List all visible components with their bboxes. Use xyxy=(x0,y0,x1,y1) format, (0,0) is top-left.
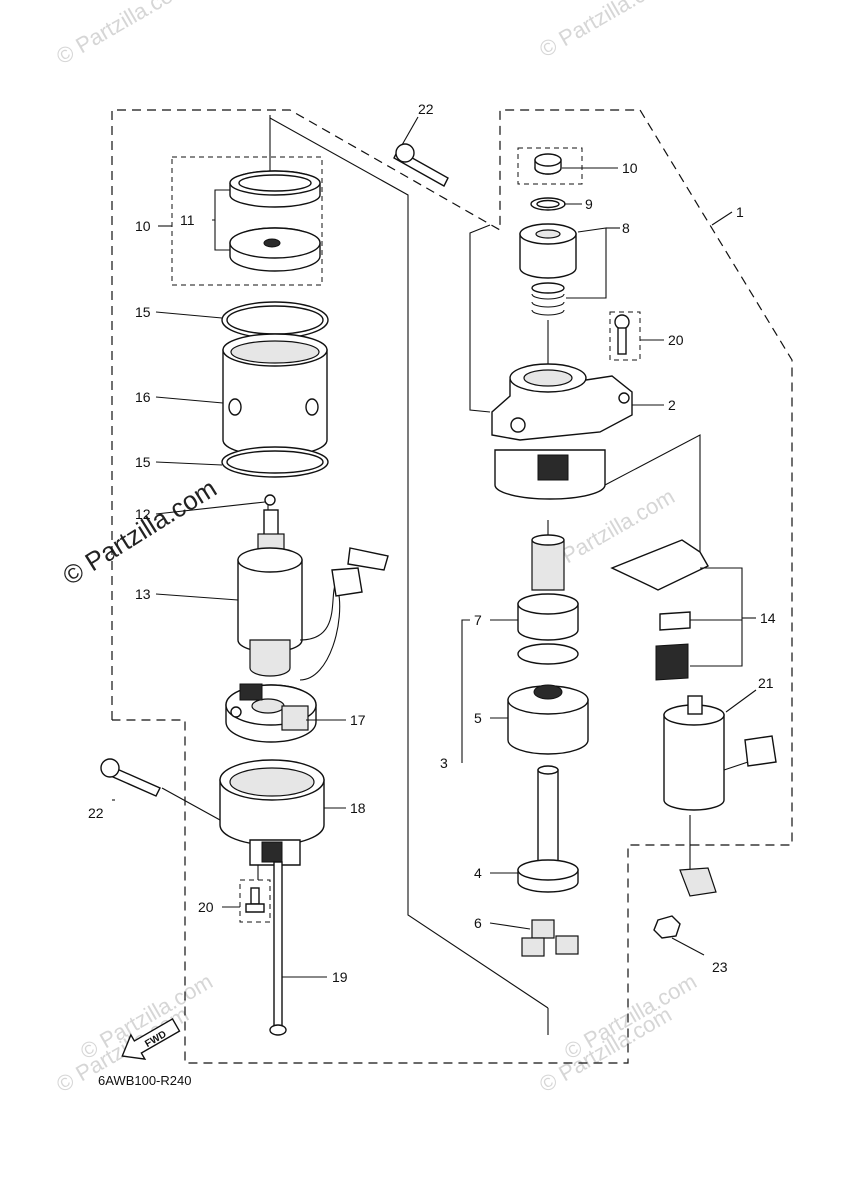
callout-7: 7 xyxy=(474,612,482,628)
part-19-through-bolt xyxy=(269,861,287,1036)
callout-20-right: 20 xyxy=(668,332,684,348)
diagram-code: 6AWB100-R240 xyxy=(98,1073,191,1088)
callout-19: 19 xyxy=(332,969,348,985)
callout-22-top: 22 xyxy=(418,101,434,117)
callout-18: 18 xyxy=(350,800,366,816)
callout-3: 3 xyxy=(440,755,448,771)
part-14-brush-set xyxy=(610,539,709,681)
part-10-cap xyxy=(534,153,562,175)
leader-lines xyxy=(112,116,757,978)
callout-6: 6 xyxy=(474,915,482,931)
callout-15-top: 15 xyxy=(135,304,151,320)
connector-lines xyxy=(257,115,701,1035)
watermark: © Partzilla.com xyxy=(560,969,701,1065)
callout-23: 23 xyxy=(712,959,728,975)
part-17-brush-holder xyxy=(225,683,317,743)
kit-10-box xyxy=(517,147,583,185)
callout-5: 5 xyxy=(474,710,482,726)
callout-22-left: 22 xyxy=(88,805,104,821)
callout-17: 17 xyxy=(350,712,366,728)
part-13-armature xyxy=(237,509,389,681)
part-23-nut xyxy=(653,915,681,939)
callouts: 1 2 3 4 5 6 7 8 9 10 10 11 12 13 14 15 1… xyxy=(88,101,776,985)
callout-9: 9 xyxy=(585,196,593,212)
callout-20-left: 20 xyxy=(198,899,214,915)
callout-16: 16 xyxy=(135,389,151,405)
callout-8: 8 xyxy=(622,220,630,236)
callout-14: 14 xyxy=(760,610,776,626)
kit-11-box xyxy=(171,156,323,286)
part-20-screws xyxy=(245,314,630,913)
part-16-yoke xyxy=(221,301,329,506)
part-7-clutch-shaft xyxy=(517,534,579,665)
callout-11: 11 xyxy=(180,212,195,228)
part-2-front-bracket xyxy=(491,363,633,500)
part-6-planet-gears xyxy=(521,919,579,957)
callout-10-right: 10 xyxy=(622,160,638,176)
callout-4: 4 xyxy=(474,865,482,881)
part-11-ring-set xyxy=(229,170,321,272)
callout-21: 21 xyxy=(758,675,774,691)
part-8-9-pinion xyxy=(519,197,577,316)
watermark: © Partzilla.com xyxy=(52,0,193,69)
callout-10-left: 10 xyxy=(135,218,151,234)
watermark: © Partzilla.com xyxy=(57,473,221,591)
callout-13: 13 xyxy=(135,586,151,602)
callout-15-bottom: 15 xyxy=(135,454,151,470)
part-21-starter-relay xyxy=(663,695,777,897)
assembly-outline xyxy=(111,109,793,1064)
part-5-clutch-housing xyxy=(507,684,589,755)
assembly-boundary xyxy=(111,109,793,1064)
part-4-pinion-shaft xyxy=(517,765,579,893)
kit-20-box-top xyxy=(609,311,641,361)
part-18-rear-cover xyxy=(219,759,325,866)
watermarks: © Partzilla.com © Partzilla.com © Partzi… xyxy=(52,0,701,1097)
watermark: © Partzilla.com xyxy=(535,0,676,62)
callout-12: 12 xyxy=(135,506,151,522)
part-22-bolts xyxy=(100,143,449,797)
callout-2: 2 xyxy=(668,397,676,413)
callout-1: 1 xyxy=(736,204,744,220)
